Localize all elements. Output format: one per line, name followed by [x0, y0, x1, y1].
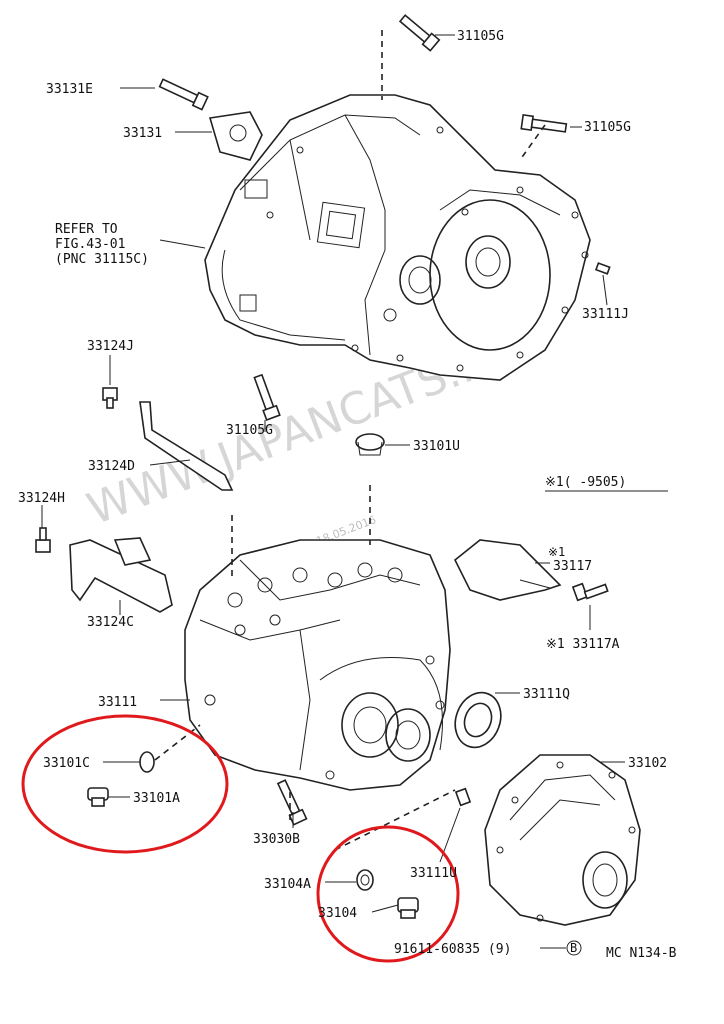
label-33124J: 33124J [87, 339, 134, 354]
label-33124H: 33124H [18, 491, 65, 506]
label-33124C: 33124C [87, 615, 134, 630]
clutch-housing-drawing [204, 94, 591, 381]
small-parts-drawing [35, 14, 611, 919]
label-33030B: 33030B [253, 832, 300, 847]
label-31105G-right: 31105G [584, 120, 631, 135]
part-labels: 31105G 33131E 33131 31105G REFER TO FIG.… [18, 29, 677, 961]
label-badge-b: B [570, 941, 577, 955]
label-33131: 33131 [123, 126, 162, 141]
label-33101C: 33101C [43, 756, 90, 771]
label-33111Q: 33111Q [523, 687, 570, 702]
label-31105G-mid: 31105G [226, 423, 273, 438]
label-33131E: 33131E [46, 82, 93, 97]
transmission-case-drawing [184, 539, 451, 791]
label-note-range: ※1( -9505) [545, 475, 626, 490]
highlight-drain-plug-circle [21, 714, 229, 854]
label-refer-pnc: (PNC 31115C) [55, 252, 149, 267]
label-33104A: 33104A [264, 877, 311, 892]
label-33102: 33102 [628, 756, 667, 771]
label-refer-to: REFER TO [55, 222, 118, 237]
label-33104: 33104 [318, 906, 357, 921]
label-33111J: 33111J [582, 307, 629, 322]
label-33117: 33117 [553, 559, 592, 574]
badge-b-circle [566, 940, 582, 956]
label-33111U: 33111U [410, 866, 457, 881]
label-33117-note: ※1 [548, 545, 565, 559]
label-33111: 33111 [98, 695, 137, 710]
label-33124D: 33124D [88, 459, 135, 474]
rear-cover-drawing [484, 754, 641, 926]
leader-lines [41, 34, 625, 949]
label-33101A: 33101A [133, 791, 180, 806]
label-33101U: 33101U [413, 439, 460, 454]
label-33117A: ※1 33117A [546, 637, 620, 652]
highlight-filler-plug-circle [316, 825, 460, 963]
label-31105G-top: 31105G [457, 29, 504, 44]
assembly-guide-lines [154, 30, 546, 851]
label-refer-fig: FIG.43-01 [55, 237, 125, 252]
highlight-marks [21, 714, 460, 963]
label-91611-60835: 91611-60835 (9) [394, 942, 511, 957]
diagram-reference-code: MC N134-B [606, 946, 677, 961]
